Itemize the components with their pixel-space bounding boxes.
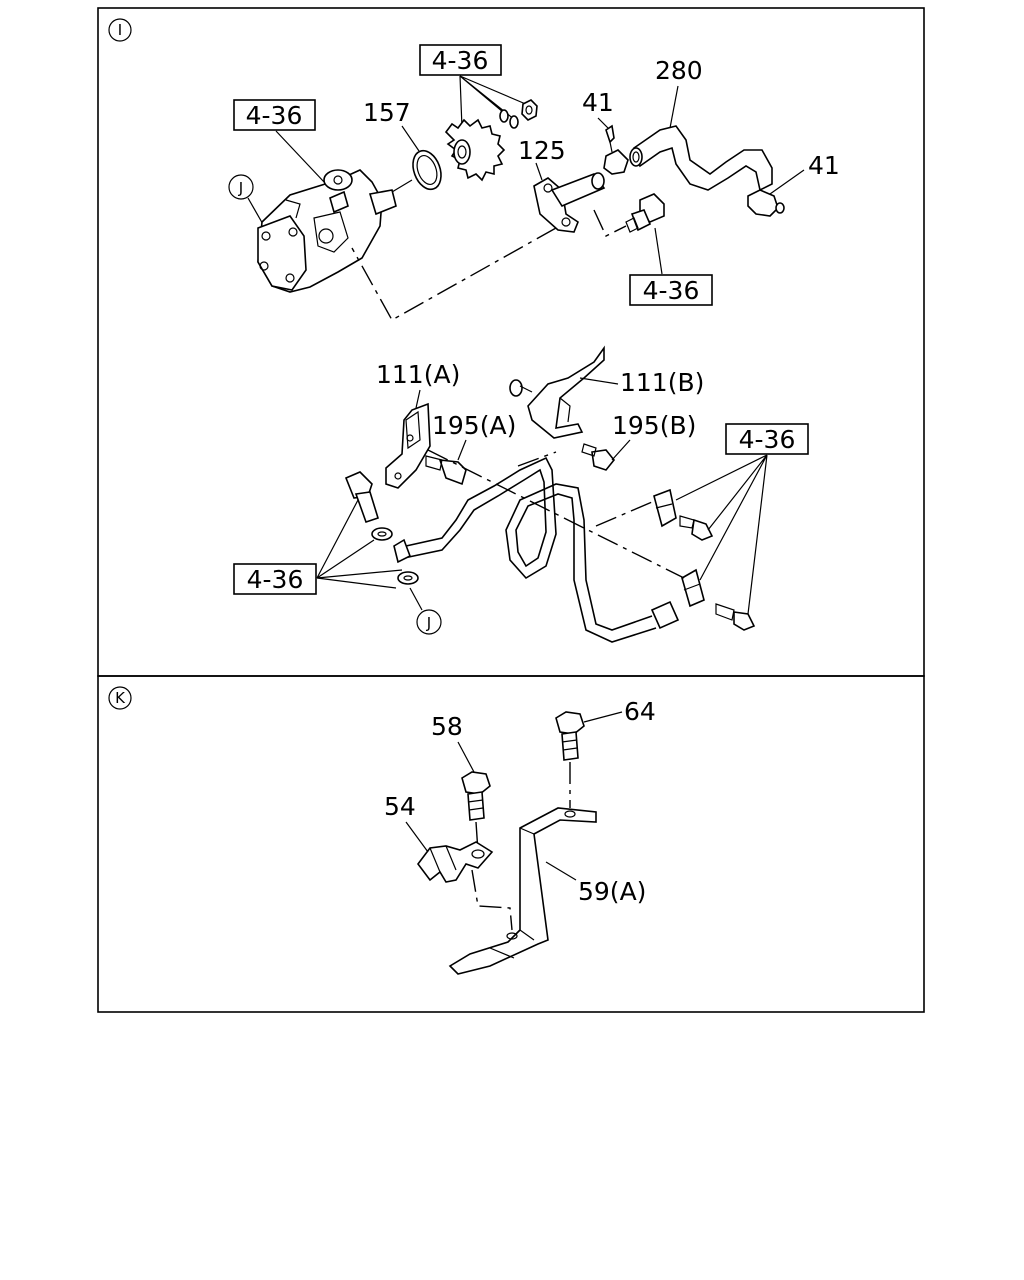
label-280: 280 xyxy=(655,56,703,85)
ref-box-bolt[interactable]: 4-36 xyxy=(629,274,713,306)
bolt-64[interactable] xyxy=(555,711,585,761)
nut[interactable] xyxy=(521,99,538,121)
svg-text:K: K xyxy=(115,689,126,707)
ref-box-pump[interactable]: 4-36 xyxy=(233,99,316,131)
bracket-59a[interactable] xyxy=(448,807,597,975)
label-64: 64 xyxy=(624,697,656,726)
section-marker-i: I xyxy=(108,18,132,42)
pipe-clip-upper[interactable] xyxy=(653,488,677,528)
svg-text:I: I xyxy=(118,21,122,39)
label-41-right: 41 xyxy=(808,151,840,180)
section-marker-k: K xyxy=(108,686,132,710)
washer-1[interactable] xyxy=(499,109,509,123)
svg-text:4-36: 4-36 xyxy=(247,565,304,594)
pipe-clip-lower[interactable] xyxy=(681,568,705,608)
svg-text:4-36: 4-36 xyxy=(643,276,700,305)
label-41-top: 41 xyxy=(582,88,614,117)
inlet-pipe-125[interactable] xyxy=(533,172,606,233)
label-195a: 195(A) xyxy=(432,411,516,440)
clip-bolt-upper[interactable] xyxy=(679,515,714,541)
washer-2[interactable] xyxy=(509,115,519,129)
connector-ref-j-top: J xyxy=(228,174,254,200)
hose-clamp-41-right[interactable] xyxy=(747,189,785,217)
section-i-frame xyxy=(97,7,925,677)
banjo-washer-lower[interactable] xyxy=(397,571,419,585)
label-125: 125 xyxy=(518,136,566,165)
label-58: 58 xyxy=(431,712,463,741)
label-54: 54 xyxy=(384,792,416,821)
label-111b: 111(B) xyxy=(620,368,704,397)
pump-drive-gear[interactable] xyxy=(444,118,506,182)
bracket-111b[interactable] xyxy=(509,345,605,439)
power-steering-pump[interactable] xyxy=(257,169,397,293)
label-59a: 59(A) xyxy=(578,877,646,906)
section-k-frame xyxy=(97,675,925,1013)
svg-text:4-36: 4-36 xyxy=(246,101,303,130)
ref-box-banjo[interactable]: 4-36 xyxy=(233,563,317,595)
hose-clamp-41-top[interactable] xyxy=(603,124,629,175)
svg-text:J: J xyxy=(238,179,243,197)
pressure-pipe[interactable] xyxy=(393,456,680,643)
banjo-bolt[interactable] xyxy=(344,471,379,524)
connector-ref-j-bottom: J xyxy=(416,609,442,635)
svg-text:4-36: 4-36 xyxy=(739,425,796,454)
svg-text:4-36: 4-36 xyxy=(432,46,489,75)
clip-bolt-lower[interactable] xyxy=(715,603,756,631)
o-ring-157[interactable] xyxy=(408,147,446,193)
ref-box-gear[interactable]: 4-36 xyxy=(419,44,502,76)
label-195b: 195(B) xyxy=(612,411,696,440)
bracket-111a[interactable] xyxy=(385,402,431,489)
label-111a: 111(A) xyxy=(376,360,460,389)
svg-text:J: J xyxy=(426,614,431,632)
label-157: 157 xyxy=(363,98,411,127)
ref-box-clips[interactable]: 4-36 xyxy=(725,423,809,455)
bolt-lower[interactable] xyxy=(625,193,665,233)
bolt-58[interactable] xyxy=(461,771,491,821)
bolt-195b[interactable] xyxy=(581,443,616,471)
clamp-54[interactable] xyxy=(417,841,494,883)
suction-hose-280[interactable] xyxy=(629,125,773,192)
bolt-195a[interactable] xyxy=(425,455,467,486)
banjo-washer-upper[interactable] xyxy=(371,527,393,541)
